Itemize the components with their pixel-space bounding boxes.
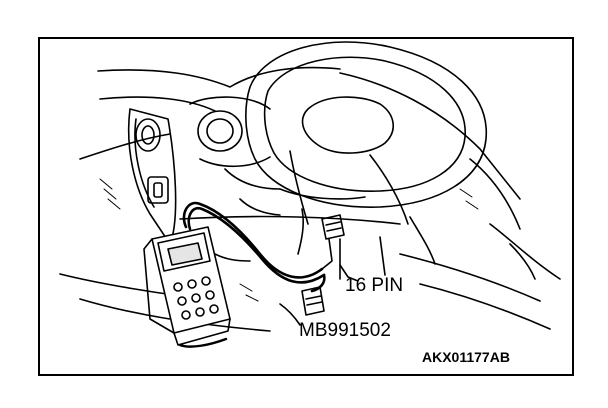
dashboard-top-edge (99, 72, 521, 200)
scan-tool (143, 226, 231, 348)
adapter-plug (301, 286, 325, 316)
tool-cable (182, 201, 326, 293)
right-dashboard (399, 158, 561, 330)
figure-code: AKX01177AB (422, 349, 510, 365)
connector-label: 16 PIN (345, 275, 404, 296)
steering-wheel (245, 41, 487, 225)
dashboard-outline (97, 66, 341, 88)
instrument-gauges (189, 96, 281, 216)
shading-strokes (99, 178, 479, 302)
tool-part-number: MB991502 (299, 320, 391, 341)
dashboard-switch (147, 176, 169, 204)
diagnostic-connector (321, 214, 345, 270)
cable-leader-16pin (339, 264, 359, 282)
illustration-frame: 16 PIN MB991502 AKX01177AB (38, 37, 574, 376)
dashboard-illustration (59, 41, 561, 348)
dashboard-lower-edge (79, 133, 401, 225)
steering-column (297, 208, 436, 280)
leader-tool (279, 303, 301, 326)
